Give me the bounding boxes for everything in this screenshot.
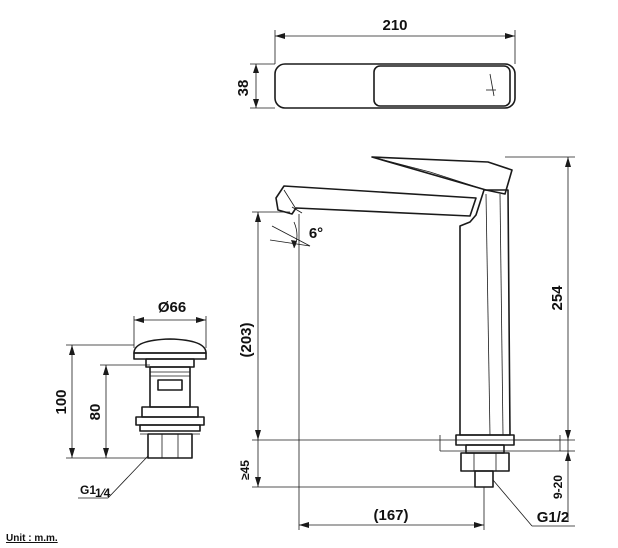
drain-view: Ø66 100 80 G1 1⁄4: [53, 299, 207, 500]
drain-body: [149, 366, 191, 408]
dim-80-label: 80: [87, 404, 104, 421]
faucet-body: [459, 189, 511, 436]
dim-45-label: ≥45: [238, 460, 252, 480]
drain-thread-fraction: 1⁄4: [95, 486, 111, 500]
dim-203-label: (203): [238, 322, 255, 357]
dim-254-label: 254: [549, 285, 566, 311]
dim-210-label: 210: [382, 17, 407, 34]
drain-flange: [141, 406, 199, 418]
dim-38-label: 38: [235, 80, 252, 97]
top-view-outline: [274, 63, 516, 109]
dim-100-label: 100: [53, 389, 70, 414]
drain-thread-leader: [107, 455, 149, 499]
drain-thread-section: [147, 433, 193, 459]
dim-9-20-label: 9-20: [551, 475, 565, 499]
dim-66-label: Ø66: [158, 299, 186, 316]
faucet-side-view: 254 (203) ≥45 9-20 (167) G1/2: [238, 156, 575, 530]
faucet-handle: [371, 156, 513, 195]
spout-angle-label: 6°: [309, 225, 323, 242]
drain-cap: [133, 338, 207, 354]
top-view: 210 38: [235, 17, 516, 109]
faucet-inlet: [474, 470, 494, 488]
faucet-spout: [275, 185, 477, 217]
dim-167-label: (167): [373, 507, 408, 524]
unit-label: Unit : m.m.: [6, 533, 58, 544]
drain-thread-label: G1: [80, 483, 96, 497]
top-view-handle: [373, 65, 511, 107]
inlet-leader: [492, 479, 533, 527]
faucet-nut: [460, 452, 510, 472]
inlet-thread-label: G1/2: [537, 509, 570, 526]
top-view-handle-line: [489, 73, 495, 97]
faucet-shank: [465, 444, 505, 454]
